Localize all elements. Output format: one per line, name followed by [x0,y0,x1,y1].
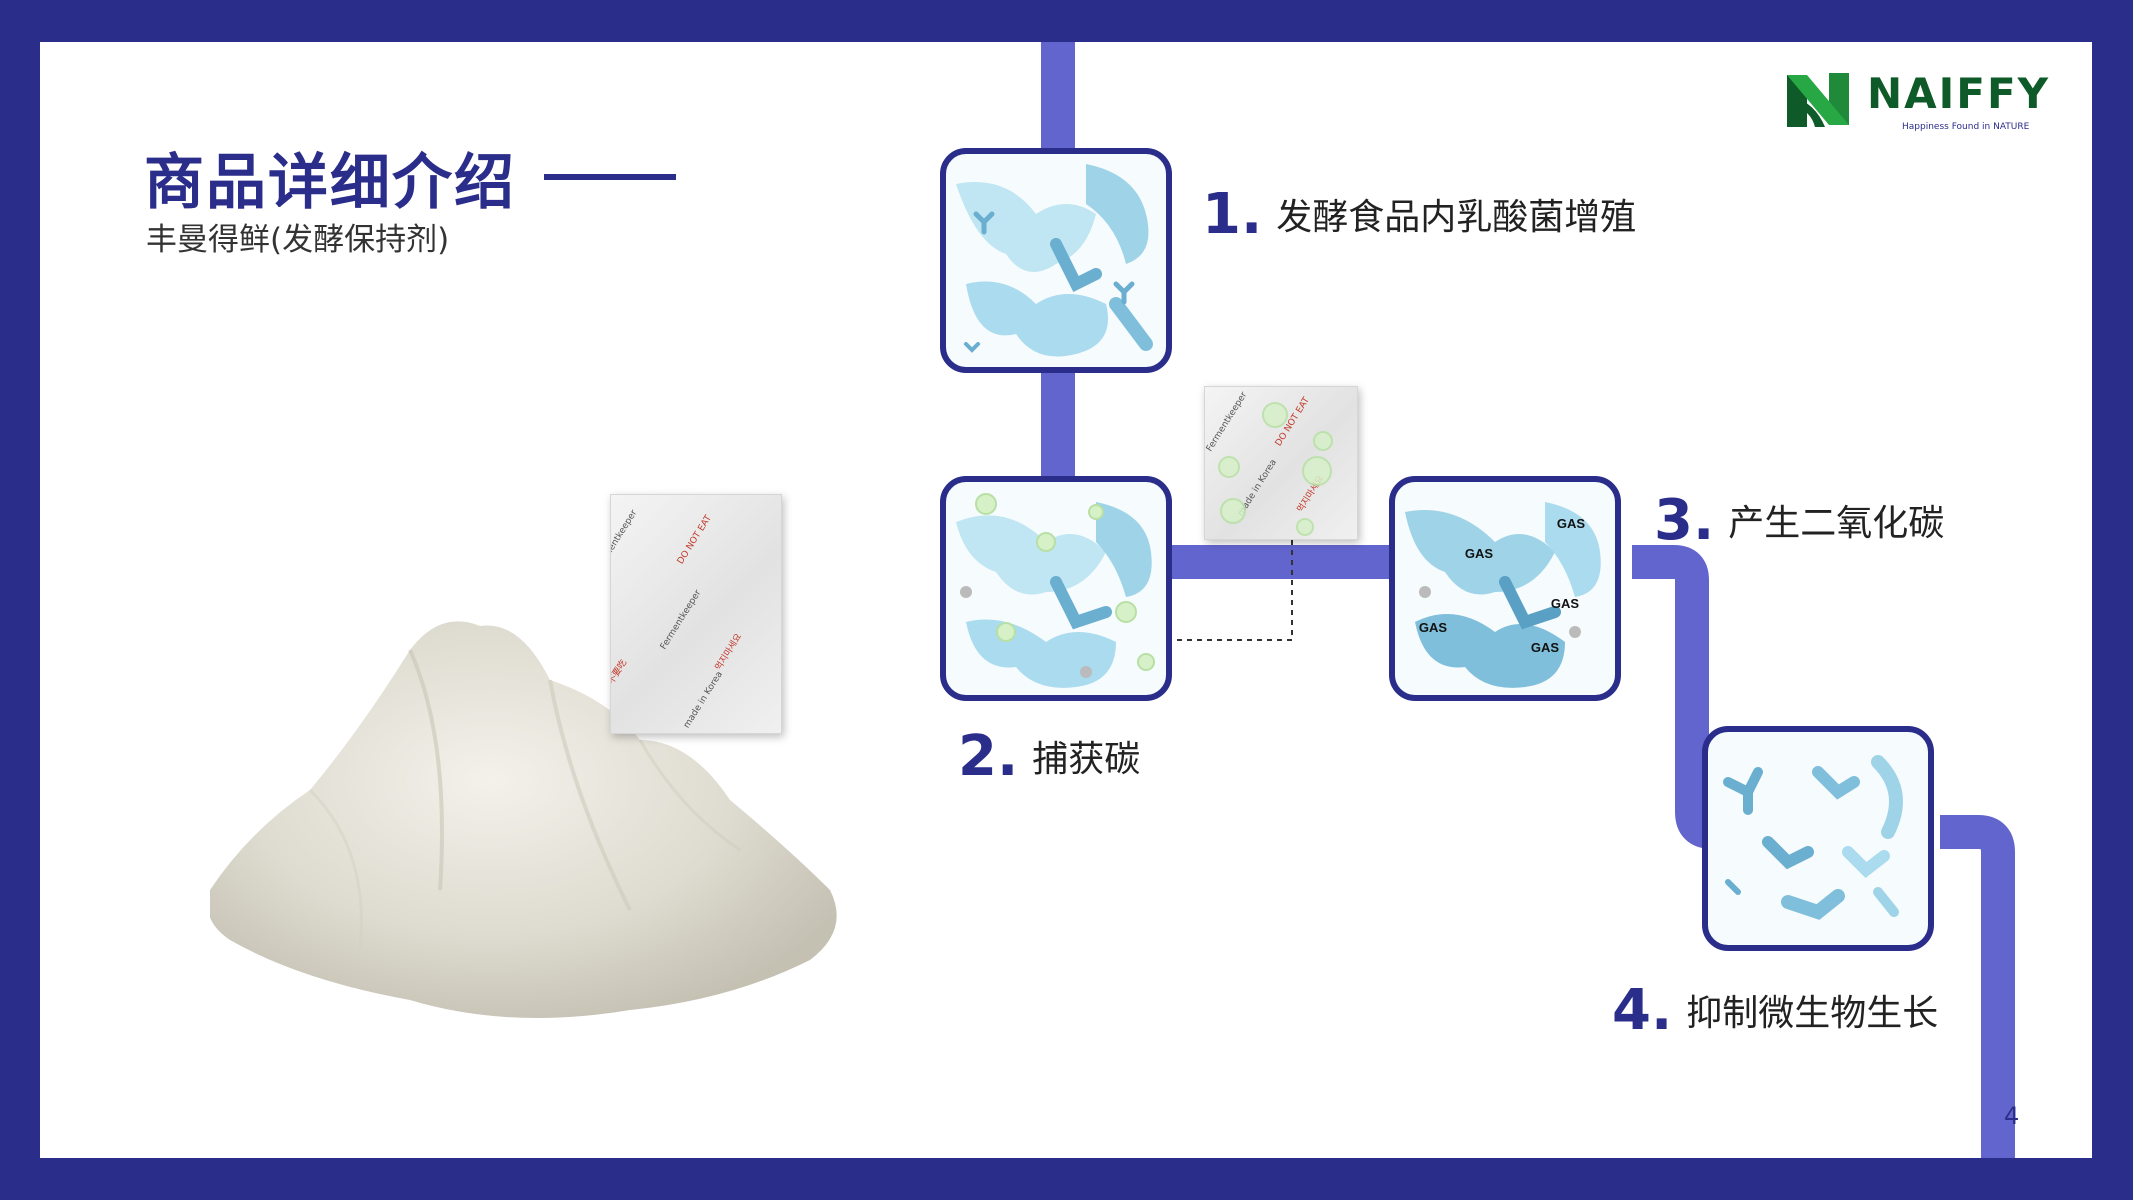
step-4-diagram [1702,726,1934,951]
logo-tagline: Happiness Found in NATURE [1902,122,2030,132]
step-3-text: 产生二氧化碳 [1728,503,1945,544]
sparse-bacteria-icon [1723,755,1903,920]
page-number: 4 [2004,1102,2020,1130]
page-subtitle: 丰曼得鲜(发酵保持剂) [146,222,450,258]
step-4-number: 4. [1612,978,1673,1043]
step-2-label: 2. 捕获碳 [958,724,1140,789]
title-underline [544,174,676,180]
step-2-diagram [940,476,1172,701]
page-title: 商品详细介绍 [144,148,516,218]
gas-label-3: GAS [1551,596,1580,611]
naiffy-logo: NAIFFY Happiness Found in NATURE [1785,67,2050,147]
gas-label-5: GAS [1531,640,1560,655]
step-3-diagram: GAS GAS GAS GAS GAS [1389,476,1621,701]
step-3-number: 3. [1654,488,1715,553]
fermentkeeper-packet-small: Fermentkeeper DO NOT EAT made in Korea 먹… [1204,386,1358,540]
step-4-label: 4. 抑制微生物生长 [1612,978,1938,1043]
step-1-diagram [940,148,1172,373]
powder-pile-image [210,621,837,1018]
step-4-text: 抑制微生物生长 [1686,993,1939,1034]
logo-wordmark: NAIFFY [1867,69,2051,118]
step-1-number: 1. [1202,182,1263,247]
step-3-label: 3. 产生二氧化碳 [1654,488,1944,553]
step-1-text: 发酵食品内乳酸菌增殖 [1276,197,1637,238]
gas-label-4: GAS [1419,620,1448,635]
bacteria-colony-icon [956,164,1153,357]
gas-label-1: GAS [1557,516,1586,531]
slide: 商品详细介绍 丰曼得鲜(发酵保持剂) NAIFFY Happiness Foun… [40,42,2092,1158]
step-2-number: 2. [958,724,1019,789]
bacteria-gas-icon: GAS GAS GAS GAS GAS [1405,502,1601,688]
fermentkeeper-packet-large: Fermentkeeper DO NOT EAT Fermentkeeper 먹… [610,494,782,734]
gas-label-2: GAS [1465,546,1494,561]
step-1-label: 1. 发酵食品内乳酸菌增殖 [1202,182,1636,247]
step-2-text: 捕获碳 [1032,739,1141,780]
gas-bubbles-icon [1218,402,1333,536]
bacteria-with-bubbles-icon [956,493,1155,688]
leaf-logo-icon [1787,73,1849,127]
